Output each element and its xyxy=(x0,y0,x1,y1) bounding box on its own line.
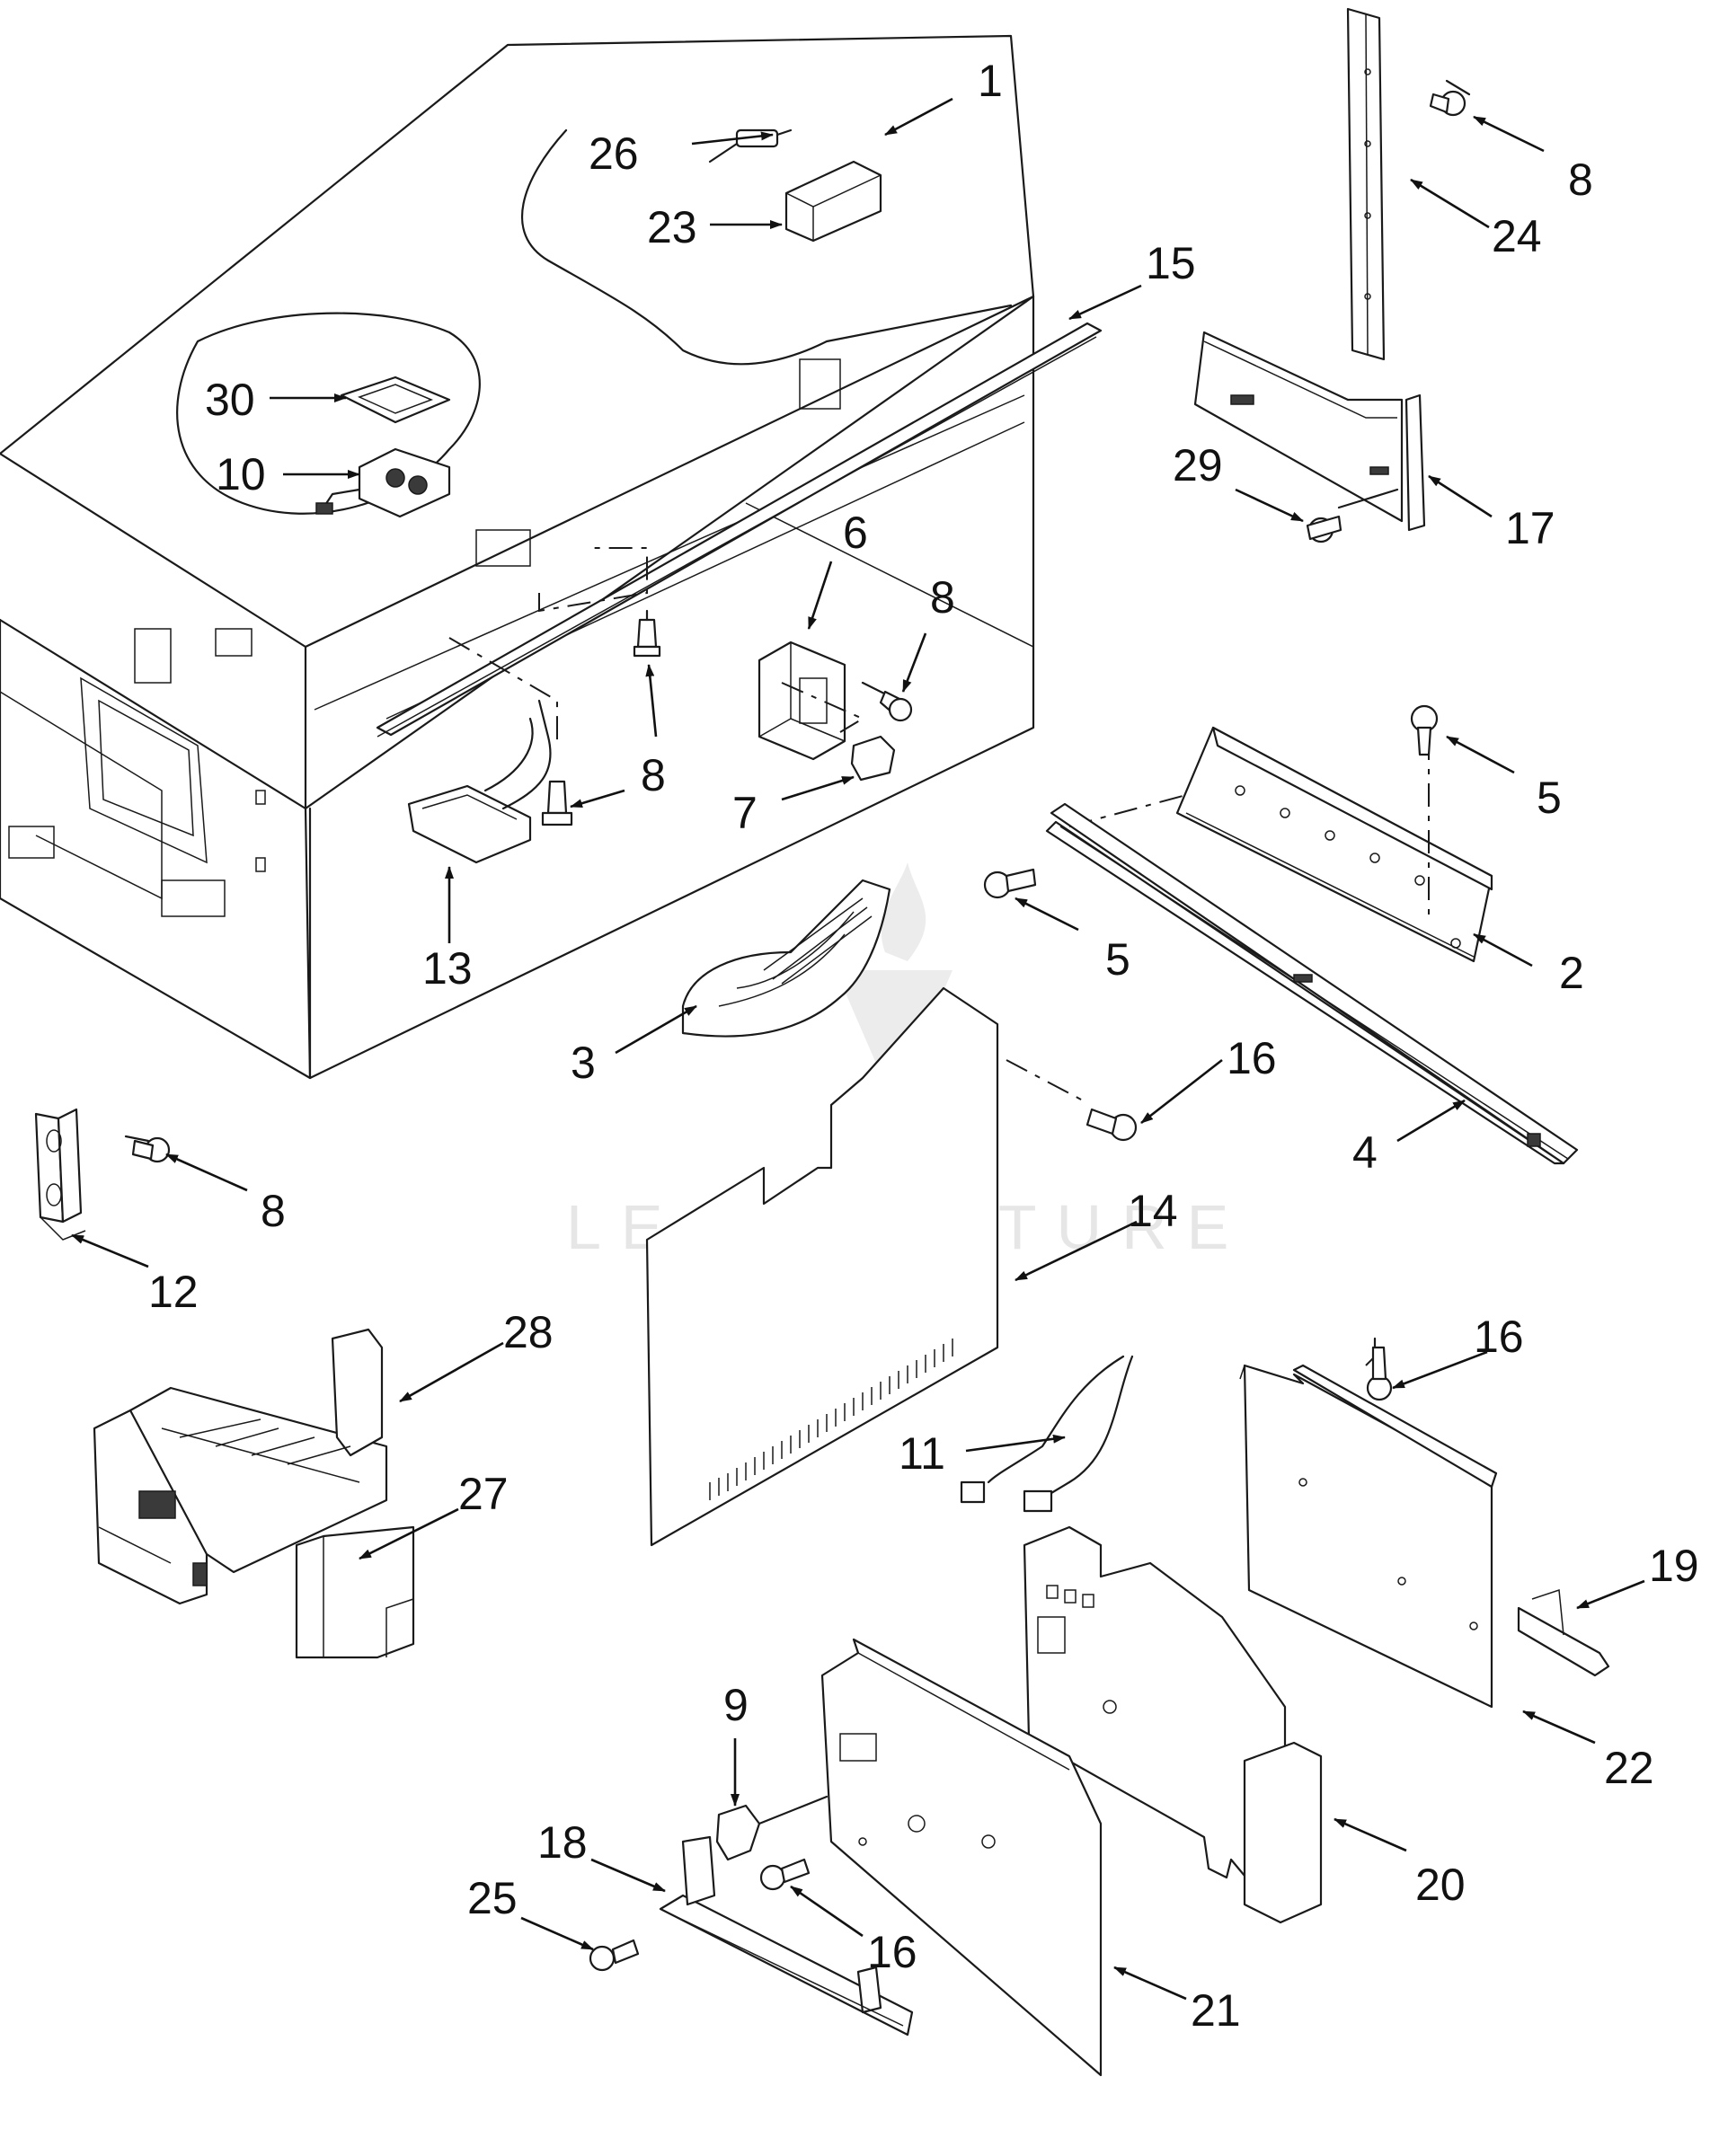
callout-labels: 1 2 3 4 5 5 6 7 8 8 8 8 9 10 11 12 13 14… xyxy=(148,56,1699,2036)
callout-23: 23 xyxy=(647,202,697,252)
callout-22: 22 xyxy=(1604,1743,1654,1793)
screw-5a xyxy=(1410,704,1439,756)
dash-line-8a xyxy=(538,547,648,613)
callout-16c: 16 xyxy=(867,1927,917,1977)
part-14-front-panel xyxy=(645,986,999,1547)
screw-8e xyxy=(124,1135,171,1163)
part-7-switch xyxy=(850,735,896,782)
part-9-switch xyxy=(715,1795,828,1861)
cabinet-housing xyxy=(0,34,1035,1080)
screw-8b xyxy=(541,780,573,826)
callout-5b: 5 xyxy=(1105,934,1130,985)
screw-16a xyxy=(1085,1108,1138,1142)
leader-arrows xyxy=(71,97,1645,2001)
part-26-wire-connector xyxy=(708,128,793,163)
callout-8d: 8 xyxy=(261,1186,286,1236)
part-21-side-panel xyxy=(820,1638,1103,2077)
callout-24: 24 xyxy=(1492,211,1542,261)
part-23-housing-cover xyxy=(784,160,882,243)
callout-8b: 8 xyxy=(930,572,955,623)
part-3-grille xyxy=(681,879,891,1038)
callout-5a: 5 xyxy=(1537,773,1562,823)
part-27-ice-maker-cover xyxy=(295,1525,415,1659)
callout-21: 21 xyxy=(1191,1985,1241,2036)
part-19-rail xyxy=(1517,1588,1610,1677)
part-28-ice-maker xyxy=(93,1328,388,1605)
dash-line-6 xyxy=(781,682,865,733)
callout-17: 17 xyxy=(1505,503,1555,553)
callout-10: 10 xyxy=(216,449,266,499)
part-20-control-box xyxy=(1023,1525,1323,1924)
callout-19: 19 xyxy=(1649,1541,1699,1591)
callout-29: 29 xyxy=(1173,440,1223,490)
callout-18: 18 xyxy=(537,1817,588,1868)
callout-25: 25 xyxy=(467,1873,518,1923)
part-17-slide-bracket xyxy=(1193,331,1426,532)
screw-8c xyxy=(861,681,913,722)
callout-9: 9 xyxy=(723,1680,749,1730)
callout-1: 1 xyxy=(978,56,1003,106)
callout-4: 4 xyxy=(1352,1127,1378,1178)
callout-26: 26 xyxy=(589,128,639,179)
screw-8a xyxy=(633,609,661,658)
callout-28: 28 xyxy=(503,1307,554,1357)
screw-25 xyxy=(589,1939,640,1972)
part-10-control-module xyxy=(315,447,451,518)
part-11-wire-harness xyxy=(960,1355,1134,1513)
callout-16b: 16 xyxy=(1474,1312,1524,1362)
dash-line-16a xyxy=(1006,1059,1084,1101)
callout-8a: 8 xyxy=(1568,155,1593,205)
part-13-wire-bracket xyxy=(407,699,552,864)
callout-20: 20 xyxy=(1415,1860,1466,1910)
callout-8c: 8 xyxy=(641,750,666,800)
screw-16b xyxy=(1366,1337,1393,1401)
part-12-bracket xyxy=(34,1108,86,1241)
callout-2: 2 xyxy=(1559,948,1584,998)
dash-line-13 xyxy=(448,637,558,746)
screw-29 xyxy=(1306,488,1399,543)
callout-7: 7 xyxy=(732,788,758,838)
part-6-bracket xyxy=(758,641,846,761)
part-15-rail xyxy=(376,322,1103,738)
screw-5b xyxy=(983,868,1037,899)
screw-8d xyxy=(1429,79,1471,117)
part-4-slide-rail xyxy=(1045,802,1579,1165)
callout-13: 13 xyxy=(422,943,473,994)
part-2-angle-bracket xyxy=(1175,726,1493,963)
callout-12: 12 xyxy=(148,1267,199,1317)
callout-15: 15 xyxy=(1146,238,1196,288)
callout-6: 6 xyxy=(843,508,868,558)
callout-30: 30 xyxy=(205,375,255,425)
callout-3: 3 xyxy=(571,1038,596,1088)
callout-16a: 16 xyxy=(1227,1033,1277,1083)
callout-14: 14 xyxy=(1128,1186,1178,1236)
part-30-pad xyxy=(340,376,451,424)
part-18-bottom-rail xyxy=(659,1835,914,2037)
part-24-vertical-strip xyxy=(1346,7,1386,361)
callout-11: 11 xyxy=(899,1428,945,1479)
part-22-rear-panel xyxy=(1239,1356,1498,1709)
callout-27: 27 xyxy=(458,1469,509,1519)
screw-16c xyxy=(759,1858,811,1891)
